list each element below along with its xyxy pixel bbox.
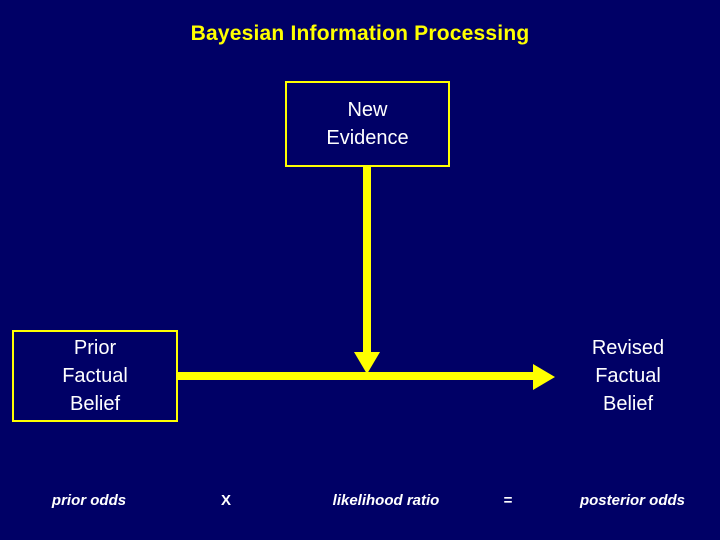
new-evidence-line-2: Evidence xyxy=(326,127,409,149)
revised-line-2: Factual xyxy=(595,365,661,387)
page-title: Bayesian Information Processing xyxy=(190,22,530,45)
formula-equals-symbol: = xyxy=(503,492,513,509)
formula-posterior-odds: posterior odds xyxy=(579,492,685,509)
formula-multiply-symbol: X xyxy=(220,492,231,509)
right-arrow-head-icon xyxy=(533,364,555,390)
prior-line-1: Prior xyxy=(73,337,117,359)
new-evidence-line-1: New xyxy=(347,99,388,121)
revised-line-3: Belief xyxy=(602,393,654,415)
down-arrow-head-icon xyxy=(354,352,380,374)
revised-factual-belief-box: Revised Factual Belief xyxy=(545,330,711,422)
formula-likelihood-ratio: likelihood ratio xyxy=(332,492,440,509)
prior-line-2: Factual xyxy=(62,365,128,387)
revised-line-1: Revised xyxy=(591,337,665,359)
formula-prior-odds: prior odds xyxy=(51,492,127,509)
down-arrow-shaft xyxy=(363,167,371,354)
prior-line-3: Belief xyxy=(69,393,121,415)
right-arrow-shaft xyxy=(178,372,541,380)
prior-factual-belief-box: Prior Factual Belief xyxy=(12,330,178,422)
new-evidence-box: New Evidence xyxy=(285,81,450,167)
